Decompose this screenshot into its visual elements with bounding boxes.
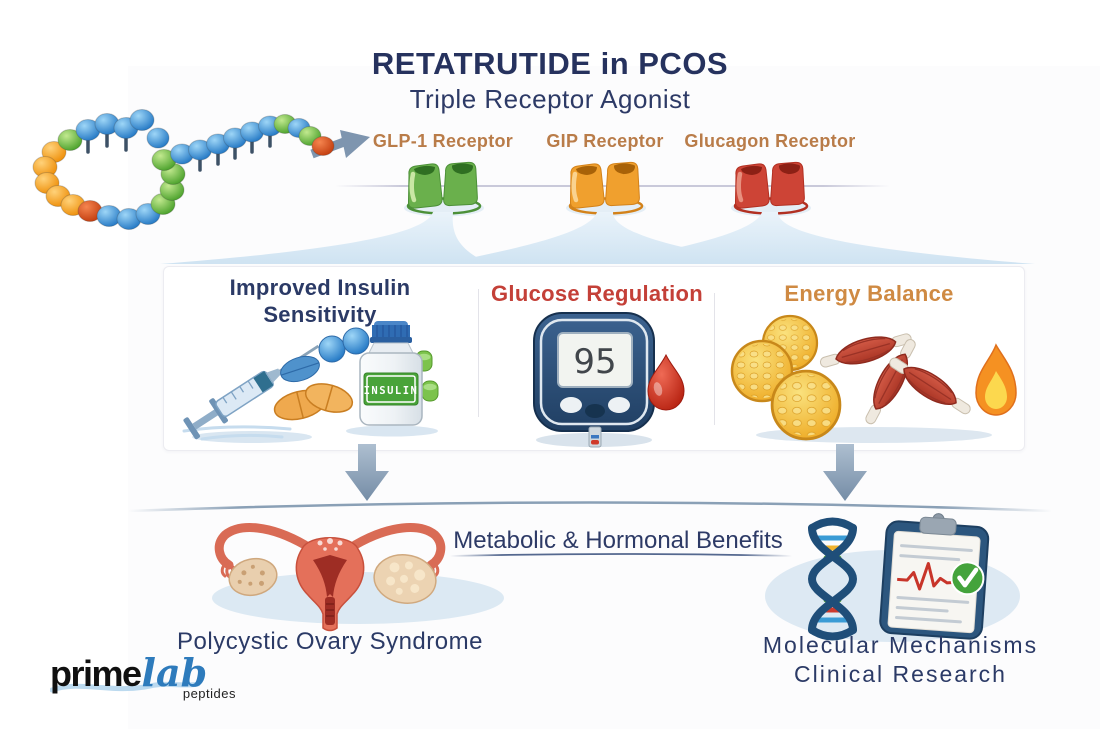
down-arrow-icon bbox=[345, 444, 389, 501]
page-title: RETATRUTIDE in PCOS bbox=[371, 46, 729, 81]
glucose-meter-icon: 95 bbox=[533, 312, 655, 448]
benefits-label: Metabolic & Hormonal Benefits bbox=[453, 527, 783, 554]
logo-swoosh bbox=[50, 681, 201, 693]
fat-cell-icon bbox=[730, 314, 842, 441]
muscle-icon bbox=[816, 325, 977, 430]
panel-title-glucose: Glucose Regulation bbox=[491, 281, 703, 306]
panel-title-insulin: Improved Insulin Sensitivity bbox=[229, 275, 411, 327]
receptor-label-gip: GIP Receptor bbox=[546, 131, 664, 151]
funnel-connectors bbox=[160, 212, 1035, 264]
research-label-line1: Molecular Mechanisms bbox=[762, 632, 1039, 658]
energy-cluster bbox=[730, 314, 1017, 443]
receptor-label-glucagon: Glucagon Receptor bbox=[684, 131, 856, 151]
research-label-line2: Clinical Research bbox=[794, 661, 1007, 687]
page-subtitle: Triple Receptor Agonist bbox=[409, 84, 691, 114]
pills-icon bbox=[273, 327, 439, 421]
panel-divider bbox=[478, 289, 479, 417]
brand-logo: primelab peptides bbox=[50, 650, 240, 701]
glucose-cluster: 95 bbox=[533, 312, 685, 448]
benefits-underline bbox=[449, 553, 793, 557]
meter-reading: 95 bbox=[573, 342, 616, 382]
effects-card: Improved Insulin Sensitivity Glucose Reg… bbox=[163, 266, 1025, 451]
check-icon bbox=[950, 561, 985, 596]
insulin-cluster: INSULIN bbox=[182, 321, 439, 443]
peptide-chain-icon bbox=[32, 109, 370, 230]
receptor-label-glp1: GLP-1 Receptor bbox=[372, 131, 514, 151]
insulin-bottle-icon: INSULIN bbox=[359, 321, 423, 426]
glp1-receptor-icon bbox=[404, 161, 484, 217]
brand-sub: peptides bbox=[182, 686, 236, 701]
panel-title-energy: Energy Balance bbox=[784, 281, 954, 306]
clipboard-icon bbox=[879, 513, 990, 640]
down-arrow-icon bbox=[823, 444, 867, 501]
uterus-icon bbox=[214, 523, 446, 632]
pcos-label: Polycystic Ovary Syndrome bbox=[177, 628, 483, 655]
panel-divider bbox=[714, 293, 715, 425]
brand-prime: prime bbox=[50, 653, 142, 694]
gip-receptor-icon bbox=[566, 161, 646, 217]
glucagon-receptor-icon bbox=[731, 161, 811, 217]
dna-icon bbox=[807, 517, 858, 641]
flame-icon bbox=[975, 343, 1017, 416]
insulin-bottle-label: INSULIN bbox=[364, 385, 419, 397]
brand-lab: lab bbox=[141, 650, 208, 695]
arc-separator bbox=[127, 501, 1053, 513]
blood-drop-icon bbox=[647, 353, 685, 411]
